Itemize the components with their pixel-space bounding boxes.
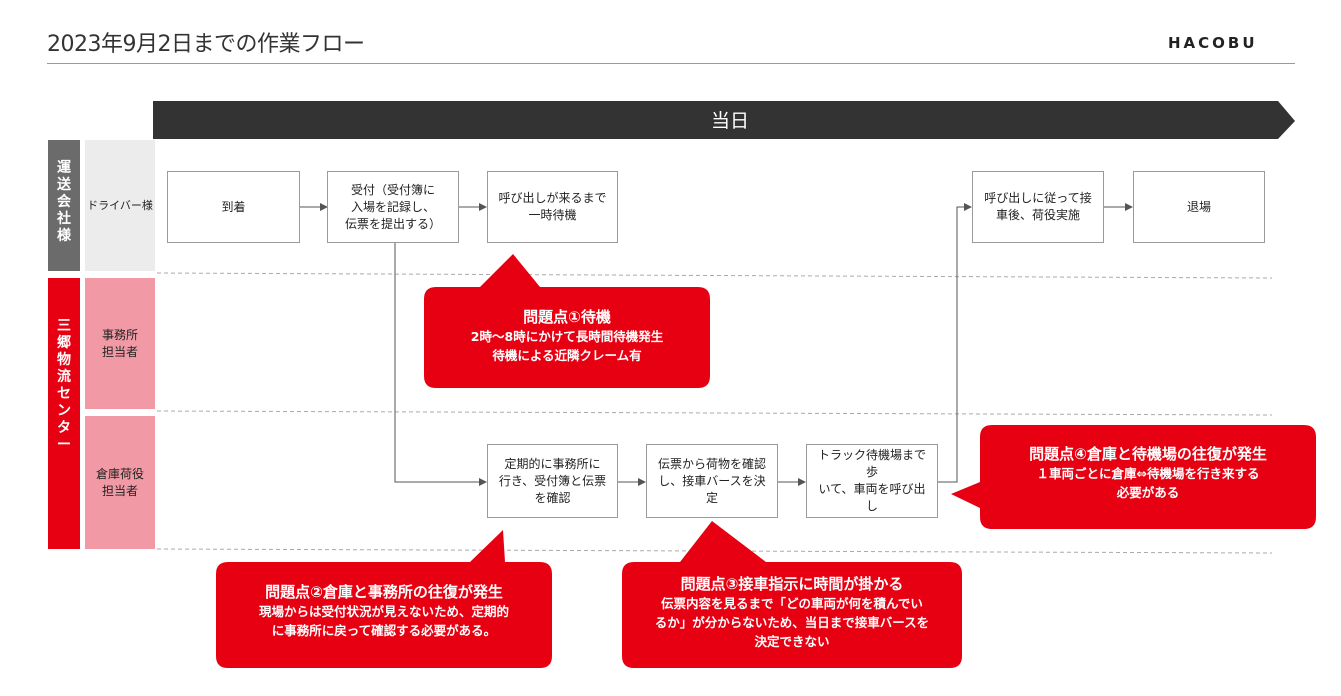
callout-body-line: 伝票内容を見るまで「どの車両が何を積んでい [661,596,923,611]
callout-body-line: 待機による近隣クレーム有 [492,348,642,363]
step-text: し、接車バースを決 [658,473,766,488]
role-warehouse: 倉庫荷役 担当者 [85,416,155,549]
step-text: いて、車両を呼び出 [818,482,926,496]
callout-body-line: 必要がある [1116,485,1180,500]
callout-body-line: 現場からは受付状況が見えないため、定期的 [258,604,509,619]
step-text: 呼び出しに従って接 [984,191,1092,205]
callout-bubble-4 [951,425,1316,529]
step-text: トラック待機場まで歩 [817,448,926,479]
role-driver: ドライバー様 [85,140,155,271]
callout-heading: 問題点④倉庫と待機場の往復が発生 [1029,445,1267,463]
lane-char: 社 [57,211,71,227]
step-text: し [865,499,878,513]
day-banner [153,101,1295,139]
callout-body-line: 2時～8時にかけて長時間待機発生 [470,329,664,344]
lane-char: セ [57,386,71,402]
arrow-connector [938,203,972,483]
callout-body-line: 決定できない [754,634,830,649]
callout-body-line: １車両ごとに倉庫⇔待機場を行き来する [1036,466,1260,481]
lane-char: 運 [57,160,71,176]
day-label: 当日 [710,110,749,132]
brand-logo: HACOBU [1168,34,1258,52]
callout-heading: 問題点②倉庫と事務所の往復が発生 [265,583,503,601]
step-call-truck: トラック待機場まで歩 いて、車両を呼び出 し [806,444,938,518]
callout-1: 問題点①待機 2時～8時にかけて長時間待機発生 待機による近隣クレーム有 [424,307,710,365]
step-text: 定 [705,490,718,505]
lane-char: 郷 [57,335,71,351]
lane-company: 運 送 会 社 様 [48,140,80,271]
lane-divider [156,548,1273,554]
lane-divider [156,272,1273,279]
lane-char: 物 [57,352,71,368]
callout-3: 問題点③接車指示に時間が掛かる 伝票内容を見るまで「どの車両が何を積んでい るか… [622,574,962,651]
role-warehouse-line: 担当者 [101,483,138,498]
step-check-office: 定期的に事務所に 行き、受付簿と伝票 を確認 [487,444,618,518]
step-exit: 退場 [1133,171,1265,243]
lane-char: ン [57,403,71,419]
callout-2: 問題点②倉庫と事務所の往復が発生 現場からは受付状況が見えないため、定期的 に事… [216,582,552,640]
step-text: 行き、受付簿と伝票 [498,473,607,488]
role-office: 事務所 担当者 [85,278,155,409]
callout-body-line: るか」が分からないため、当日まで接車バースを [654,615,930,630]
callout-heading: 問題点③接車指示に時間が掛かる [680,575,904,593]
role-driver-label: ドライバー様 [87,199,153,212]
lane-center: 三 郷 物 流 セ ン タ ー [48,278,80,549]
step-arrival: 到着 [167,171,300,243]
step-wait: 呼び出しが来るまで 一時待機 [487,171,618,243]
step-text: 定期的に事務所に [504,456,601,471]
callout-heading: 問題点①待機 [523,308,611,326]
callout-bubble-3 [622,521,962,668]
step-reception: 受付（受付簿に 入場を記録し、 伝票を提出する） [327,171,459,243]
step-text: 一時待機 [528,208,577,222]
step-text: 退場 [1186,199,1211,214]
role-office-line: 担当者 [101,344,138,359]
lane-char: 流 [57,369,71,385]
callout-4: 問題点④倉庫と待機場の往復が発生 １車両ごとに倉庫⇔待機場を行き来する 必要があ… [980,444,1316,502]
lane-char: 様 [57,228,71,244]
step-text: 伝票を提出する） [344,216,441,231]
step-board: 呼び出しに従って接 車後、荷役実施 [972,171,1104,243]
callout-body-line: に事務所に戻って確認する必要がある。 [271,623,497,638]
role-warehouse-line: 倉庫荷役 [95,466,144,481]
lane-char: 三 [57,318,71,334]
lane-char: 送 [57,177,71,193]
callout-bubble-1 [424,254,710,388]
step-decide-berth: 伝票から荷物を確認 し、接車バースを決 定 [646,444,778,518]
arrow-connector [394,243,487,486]
step-text: 到着 [221,199,246,214]
step-text: 車後、荷役実施 [995,208,1080,222]
page-title: 2023年9月2日までの作業フロー [47,32,365,57]
step-text: を確認 [534,490,571,505]
callout-bubble-2 [216,530,552,668]
step-text: 入場を記録し、 [350,199,435,214]
header-divider [47,63,1295,64]
role-office-line: 事務所 [101,327,138,342]
step-text: 呼び出しが来るまで [498,191,607,205]
lane-divider [156,410,1273,416]
lane-char: 会 [57,194,71,210]
lane-char: タ [57,420,71,436]
step-text: 伝票から荷物を確認 [657,456,766,471]
step-text: 受付（受付簿に [350,182,435,197]
lane-char: ー [57,437,71,453]
